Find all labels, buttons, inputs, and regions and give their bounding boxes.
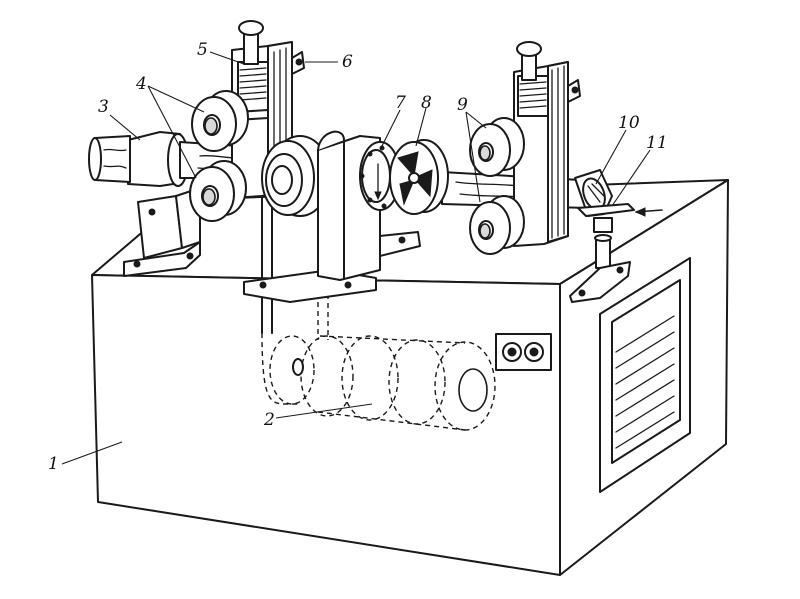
switch-panel	[495, 333, 552, 371]
cabinet	[91, 179, 729, 576]
feed-guide	[569, 203, 663, 303]
callout-9: 9	[457, 95, 468, 115]
callout-1: 1	[48, 454, 59, 474]
callout-6: 6	[342, 52, 353, 72]
callout-3: 3	[98, 97, 109, 117]
callout-4: 4	[135, 74, 147, 94]
callout-2: 2	[263, 410, 275, 430]
callout-7: 7	[395, 93, 406, 113]
callout-11: 11	[646, 133, 668, 153]
callout-5: 5	[197, 40, 208, 60]
right-roller-frame	[513, 41, 581, 247]
leader-lines	[61, 51, 651, 465]
callout-labels: 1 2 3 4 5 6 7 8 9 10 11	[48, 40, 668, 474]
spindle-pulley	[261, 135, 331, 217]
side-vent-panel	[599, 257, 691, 493]
right-lower-roller	[469, 195, 525, 255]
right-upper-roller	[469, 117, 525, 177]
callout-10: 10	[618, 113, 640, 133]
cutter-head-blades	[389, 139, 449, 215]
left-lower-roller	[189, 160, 247, 222]
cutter-head-flange	[359, 141, 401, 211]
callout-8: 8	[421, 93, 432, 113]
motor-hidden	[269, 335, 496, 431]
left-upper-roller	[191, 90, 249, 152]
